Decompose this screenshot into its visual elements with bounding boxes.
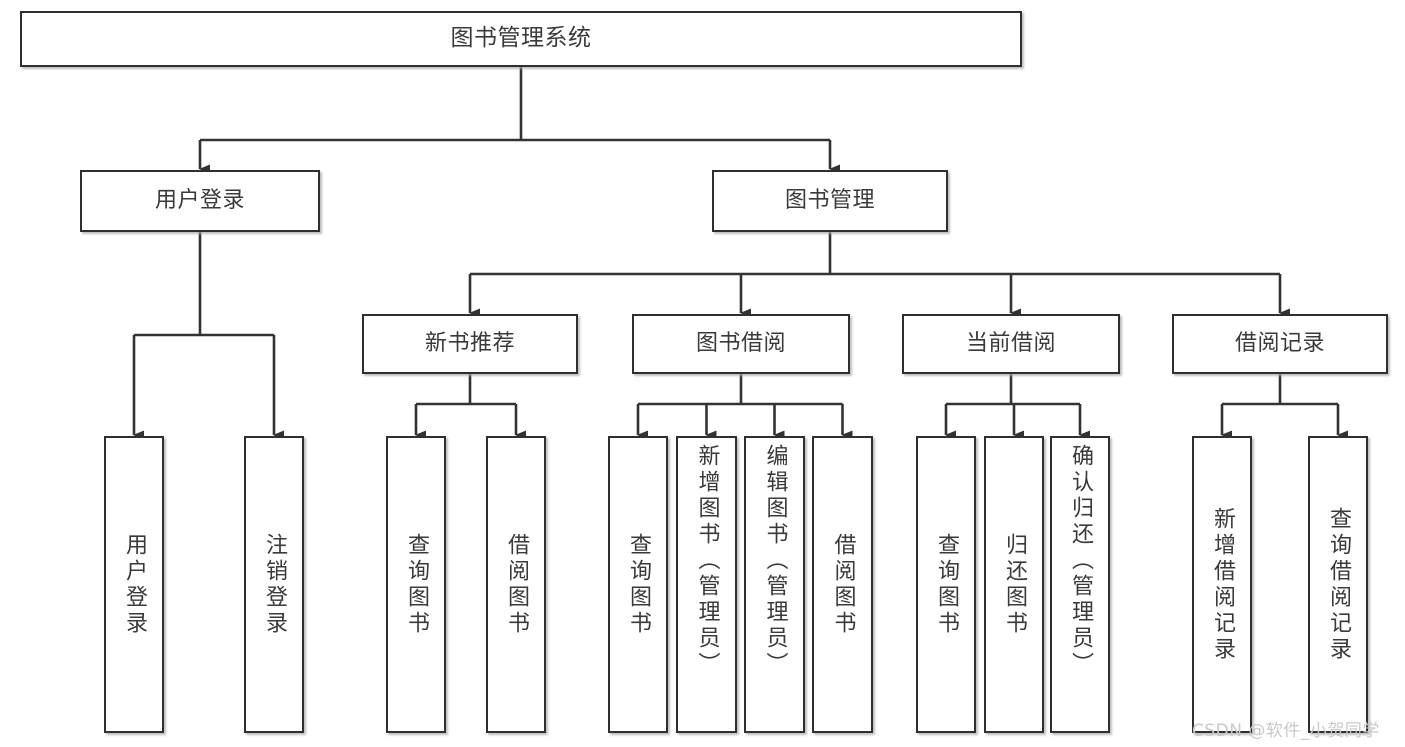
node-label: 确认归还（管理员） xyxy=(1067,444,1093,678)
node-new-book-rec[interactable]: 新书推荐 xyxy=(362,314,578,374)
node-label: 当前借阅 xyxy=(965,331,1056,357)
node-label: 借阅记录 xyxy=(1234,331,1325,357)
node-label: 查询图书 xyxy=(403,532,429,637)
node-leaf-query-record[interactable]: 查询借阅记录 xyxy=(1308,436,1368,733)
node-label: 编辑图书（管理员） xyxy=(762,444,788,678)
node-leaf-borrow-book[interactable]: 借阅图书 xyxy=(812,436,873,733)
node-label: 图书管理系统 xyxy=(450,25,592,52)
node-label: 新增借阅记录 xyxy=(1209,506,1235,663)
node-label: 图书管理 xyxy=(784,188,875,214)
node-leaf-user-login[interactable]: 用户登录 xyxy=(104,436,164,733)
node-leaf-query-book[interactable]: 查询图书 xyxy=(608,436,668,733)
node-book-borrow[interactable]: 图书借阅 xyxy=(632,314,850,374)
node-label: 查询图书 xyxy=(933,532,959,637)
node-current-borrow[interactable]: 当前借阅 xyxy=(902,314,1120,374)
node-user-login[interactable]: 用户登录 xyxy=(80,170,320,232)
node-leaf-edit-book[interactable]: 编辑图书（管理员） xyxy=(744,436,805,733)
node-leaf-add-record[interactable]: 新增借阅记录 xyxy=(1192,436,1252,733)
node-label: 查询图书 xyxy=(625,532,651,637)
node-leaf-add-book[interactable]: 新增图书（管理员） xyxy=(676,436,737,733)
node-leaf-borrow-book-rec[interactable]: 借阅图书 xyxy=(486,436,546,733)
node-leaf-user-logout[interactable]: 注销登录 xyxy=(244,436,304,733)
watermark-text: CSDN @软件_小贺同学 xyxy=(1192,721,1380,741)
node-label: 归还图书 xyxy=(1001,532,1027,637)
node-root-图书管理系统[interactable]: 图书管理系统 xyxy=(20,11,1022,67)
node-leaf-query-book-cur[interactable]: 查询图书 xyxy=(916,436,976,733)
node-label: 用户登录 xyxy=(154,188,245,214)
node-leaf-query-book-rec[interactable]: 查询图书 xyxy=(386,436,446,733)
node-label: 用户登录 xyxy=(121,532,147,637)
node-label: 借阅图书 xyxy=(830,532,856,637)
node-label: 新书推荐 xyxy=(424,331,515,357)
node-book-manage[interactable]: 图书管理 xyxy=(712,170,948,232)
node-label: 注销登录 xyxy=(261,532,287,637)
node-label: 借阅图书 xyxy=(503,532,529,637)
edge-group xyxy=(132,67,1348,440)
node-leaf-return-book[interactable]: 归还图书 xyxy=(984,436,1044,733)
node-label: 查询借阅记录 xyxy=(1325,506,1351,663)
node-label: 图书借阅 xyxy=(695,331,786,357)
node-label: 新增图书（管理员） xyxy=(694,444,720,678)
node-leaf-confirm-return[interactable]: 确认归还（管理员） xyxy=(1050,436,1110,733)
node-borrow-record[interactable]: 借阅记录 xyxy=(1172,314,1388,374)
